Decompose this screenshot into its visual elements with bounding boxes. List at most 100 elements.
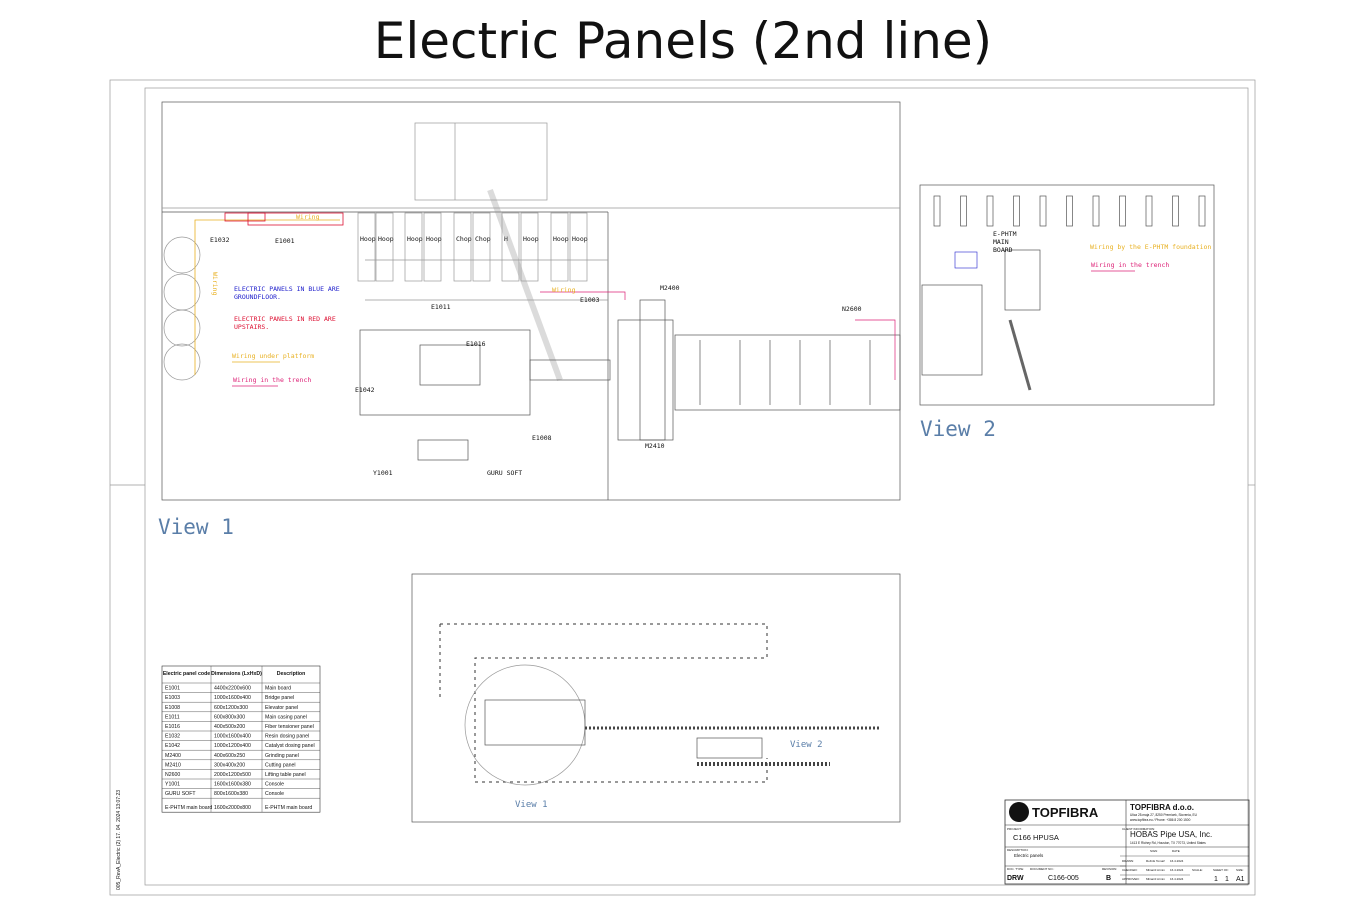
hopper <box>357 212 376 282</box>
date-label: DATE <box>1172 849 1180 853</box>
drawn-date: 16.4.2024 <box>1170 859 1184 863</box>
hopper <box>423 212 442 282</box>
label-guru-soft: GURU SOFT <box>487 469 522 477</box>
table-cell: 1600x2000x800 <box>214 805 251 811</box>
checked-label: CHECKED: <box>1122 868 1138 872</box>
table-cell: GURU SOFT <box>165 791 196 797</box>
title-block: TOPFIBRA TOPFIBRA d.o.o. Ulica 25.maja 2… <box>1004 799 1250 885</box>
docno-label: DOCUMENT NO.: <box>1030 867 1054 871</box>
label-y1001: Y1001 <box>373 469 393 477</box>
description-label: DESCRIPTION: <box>1007 848 1029 852</box>
table-header: Electric panel code <box>163 671 210 677</box>
hopper-label: Hoop <box>378 235 394 243</box>
client-address: 1413 E Richey Rd, Houston, TX 77073, Uni… <box>1130 841 1206 845</box>
label-m2400: M2400 <box>660 284 680 292</box>
label-e1016: E1016 <box>466 340 486 348</box>
view-2-caption: View 2 <box>920 417 996 441</box>
doctype-label: DOC. TYPE: <box>1007 867 1024 871</box>
approved-date: 16.4.2024 <box>1170 877 1184 881</box>
revision-value: B <box>1106 875 1111 882</box>
legend-platform: Wiring under platform <box>232 352 314 360</box>
table-cell: 4400x2200x600 <box>214 686 251 692</box>
table-cell: E-PHTM main board <box>165 805 212 811</box>
table-cell: E1008 <box>165 705 180 711</box>
legend-trench: Wiring in the trench <box>233 376 311 384</box>
table-cell: E-PHTM main board <box>265 805 312 811</box>
legend-trench-2: Wiring in the trench <box>1091 261 1169 269</box>
table-cell: M2410 <box>165 762 181 768</box>
view-2: E-PHTM MAIN BOARD Wiring by the E-PHTM f… <box>919 184 1215 406</box>
table-cell: 2000x1200x500 <box>214 772 251 778</box>
table-cell: Main board <box>265 686 291 692</box>
column <box>933 195 941 227</box>
table-cell: E1032 <box>165 734 180 740</box>
table-header: Dimensions (LxHxD) <box>211 671 262 677</box>
sheet-of-value: 1 <box>1225 876 1229 883</box>
table-cell: Cutting panel <box>265 762 296 768</box>
table-cell: 1000x1600x400 <box>214 695 251 701</box>
file-stamp: 005_RevA_Electric (2) 17. 04. 2024 13:07… <box>116 790 122 890</box>
sheet-label: SHEET OF: <box>1213 868 1229 872</box>
note-red: ELECTRIC PANELS IN RED ARE <box>234 315 336 323</box>
hopper <box>404 212 423 282</box>
table-cell: Y1001 <box>165 782 180 788</box>
drawn-label: DRAWN: <box>1122 859 1134 863</box>
table-cell: 600x1200x300 <box>214 705 248 711</box>
hopper <box>472 212 491 282</box>
revision-label: REVISION: <box>1102 867 1117 871</box>
table-cell: Fiber tensioner panel <box>265 724 314 730</box>
hopper <box>501 212 520 282</box>
label-e1001: E1001 <box>275 237 295 245</box>
label-e1003: E1003 <box>580 296 600 304</box>
client-label: CLIENT INFORMATION: <box>1122 827 1155 831</box>
legend-foundation: Wiring by the E-PHTM foundation <box>1090 243 1211 251</box>
note-blue-2: GROUNDFLOOR. <box>234 293 281 301</box>
table-cell: Main casing panel <box>265 714 307 720</box>
table-cell: E1042 <box>165 743 180 749</box>
hopper-label: Hoop <box>553 235 569 243</box>
hopper-label: Hoop <box>523 235 539 243</box>
column <box>1145 195 1153 227</box>
hopper-label: H <box>504 235 508 243</box>
table-cell: Resin dosing panel <box>265 734 309 740</box>
table-cell: Grinding panel <box>265 753 299 759</box>
label-e1042: E1042 <box>355 386 375 394</box>
approved-by: Mlinarič Armin <box>1146 877 1165 881</box>
topfibra-logo-icon <box>1009 802 1029 822</box>
size-label: SIZE: <box>1236 868 1244 872</box>
note-blue: ELECTRIC PANELS IN BLUE ARE <box>234 285 340 293</box>
note-red-2: UPSTAIRS. <box>234 323 269 331</box>
table-cell: E1011 <box>165 714 180 720</box>
size-value: A1 <box>1236 876 1245 883</box>
hopper <box>375 212 394 282</box>
inner-border <box>144 87 1249 886</box>
company-name: TOPFIBRA d.o.o. <box>1130 803 1194 812</box>
table-cell: 600x800x300 <box>214 714 245 720</box>
table-cell: Catalyst dosing panel <box>265 743 315 749</box>
column <box>960 195 967 227</box>
hopper <box>453 212 472 282</box>
company-web: www.topfibra.eu / Phone: +386 8 200 1500 <box>1130 818 1191 822</box>
table-header: Description <box>277 671 306 677</box>
column <box>1172 195 1179 227</box>
column <box>1198 195 1206 227</box>
column <box>1013 195 1020 227</box>
label-n2600: N2600 <box>842 305 862 313</box>
label-m2410: M2410 <box>645 442 665 450</box>
table-cell: Console <box>265 782 284 788</box>
project-label: PROJECT: <box>1007 827 1022 831</box>
checked-date: 16.4.2024 <box>1170 868 1184 872</box>
approved-label: APPROVED: <box>1122 877 1140 881</box>
hopper-label: Chop <box>475 235 491 243</box>
column <box>1066 195 1073 227</box>
table-cell: 400x600x250 <box>214 753 245 759</box>
column <box>986 195 994 227</box>
hopper <box>569 212 588 282</box>
company-address: Ulica 25.maja 27, 8250 Premicek, Sloveni… <box>1130 813 1198 817</box>
project-value: C166 HPUSA <box>1013 833 1059 842</box>
overview-plan: View 2 View 1 <box>411 573 901 823</box>
table-cell: Elevator panel <box>265 705 298 711</box>
